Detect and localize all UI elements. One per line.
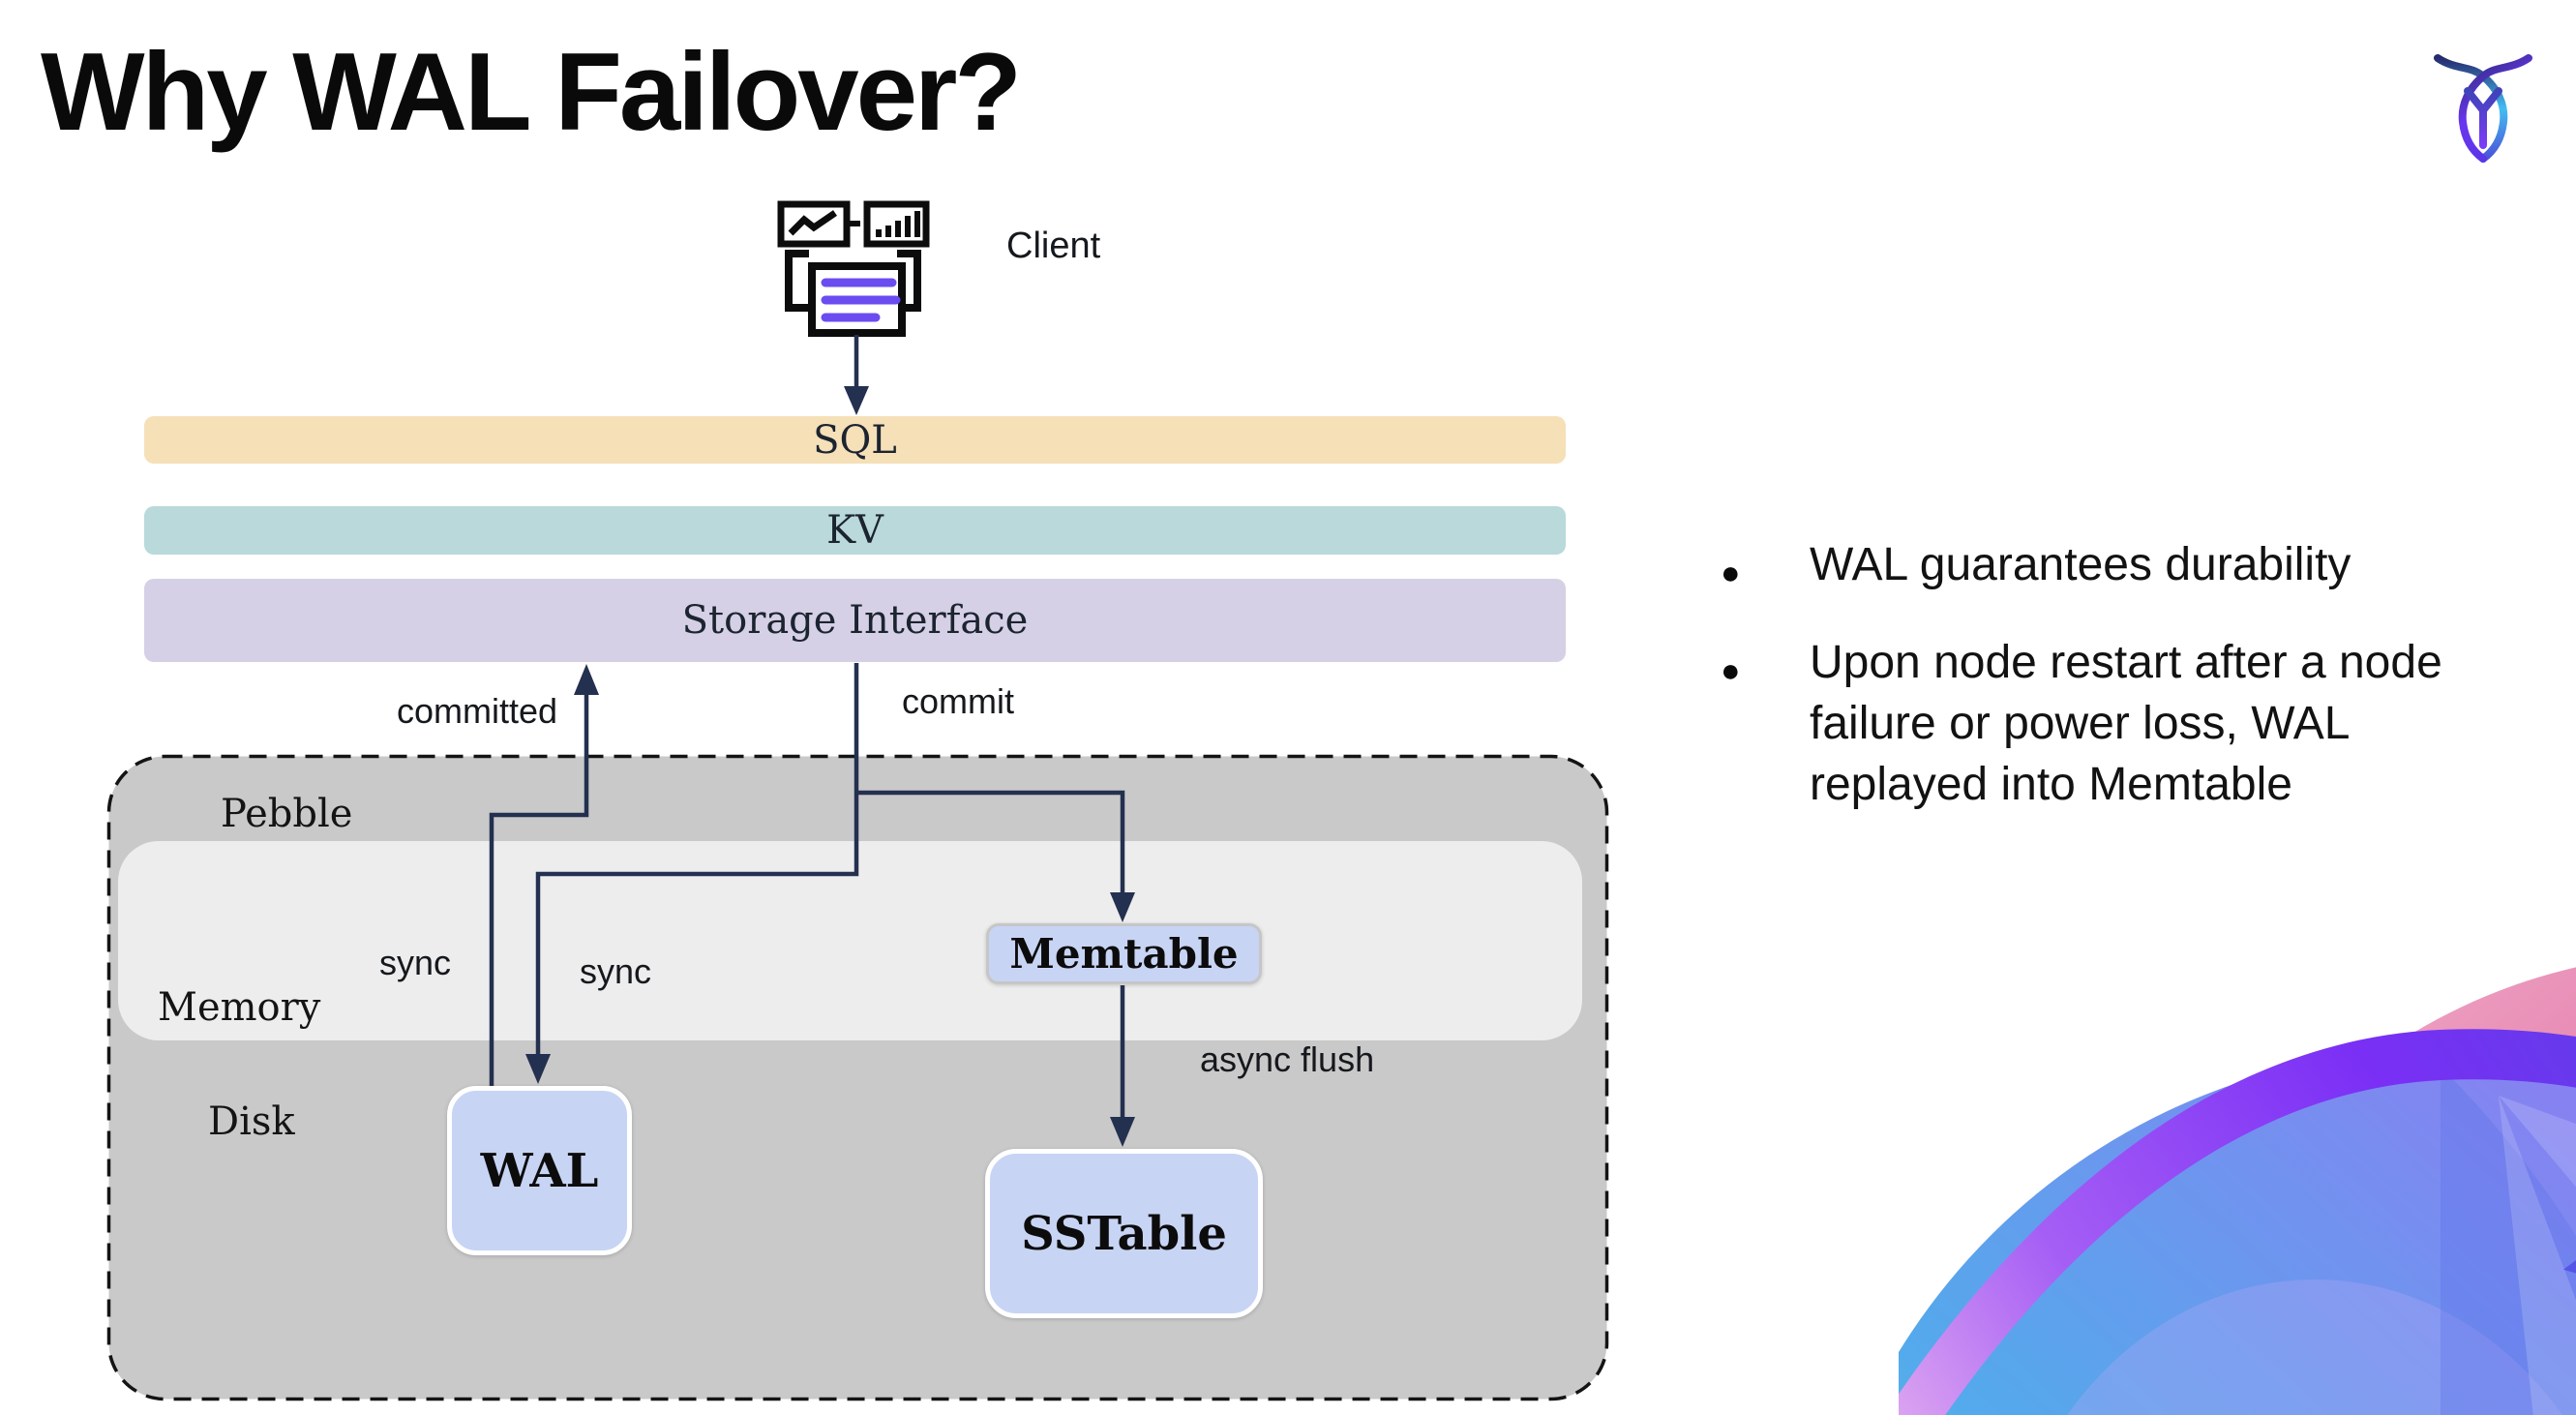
sstable-node: SSTable	[985, 1149, 1263, 1318]
bullet-item: ● Upon node restart after a node failure…	[1711, 632, 2516, 815]
page-title: Why WAL Failover?	[41, 31, 1022, 154]
wal-node: WAL	[447, 1086, 632, 1255]
bullet-dot-icon: ●	[1721, 555, 1741, 591]
layer-label-sql: SQL	[813, 417, 897, 463]
memory-zone	[118, 841, 1582, 1040]
layer-bar-sql: SQL	[144, 416, 1566, 464]
layer-bar-kv: KV	[144, 506, 1566, 555]
bullet-text: Upon node restart after a node failure o…	[1810, 637, 2442, 810]
edge-label-commit: commit	[902, 681, 1014, 721]
layer-label-kv: KV	[826, 508, 884, 553]
edge-label-committed: committed	[397, 691, 558, 731]
layer-label-storage-interface: Storage Interface	[681, 598, 1029, 643]
bullet-text: WAL guarantees durability	[1810, 539, 2351, 590]
edge-label-sync-right: sync	[580, 951, 652, 991]
cockroachdb-logo-icon	[2434, 54, 2532, 163]
layer-bar-storage-interface: Storage Interface	[144, 579, 1566, 662]
client-icon	[777, 200, 930, 337]
bullet-item: ● WAL guarantees durability	[1711, 534, 2516, 595]
memory-label: Memory	[158, 985, 321, 1030]
edge-label-async-flush: async flush	[1200, 1039, 1375, 1079]
arrowhead-committed	[574, 664, 599, 695]
memtable-label: Memtable	[1009, 930, 1239, 978]
pebble-label: Pebble	[221, 792, 353, 836]
bullet-dot-icon: ●	[1721, 652, 1741, 689]
edge-label-sync-left: sync	[379, 943, 452, 982]
bullet-list: ● WAL guarantees durability ● Upon node …	[1711, 534, 2562, 852]
disk-label: Disk	[208, 1099, 295, 1144]
memtable-node: Memtable	[986, 923, 1262, 984]
brand-art-decoration	[1899, 967, 2576, 1415]
wal-label: WAL	[480, 1143, 599, 1198]
sstable-label: SSTable	[1021, 1206, 1227, 1261]
arrowhead-client-sql	[844, 386, 869, 415]
client-label: Client	[1006, 226, 1101, 266]
